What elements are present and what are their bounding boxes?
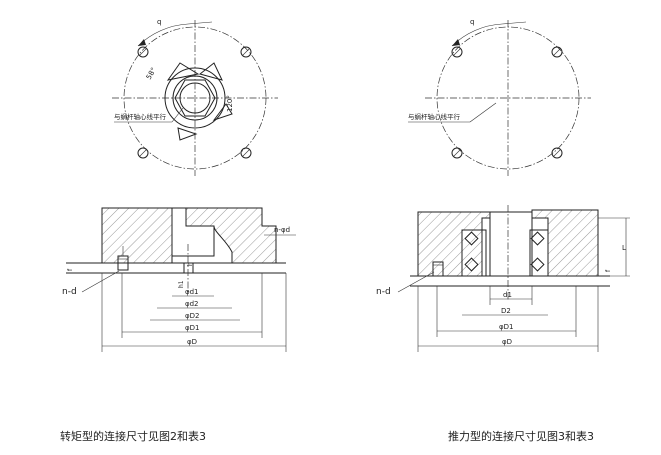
parallel-note-left: 与蜗杆轴心线平行 (114, 112, 167, 121)
left-section-view: n-φd n-d f h1 h φd1 φd2 φD2 φD1 φD (62, 207, 296, 352)
bearing-balls (464, 231, 545, 272)
right-section-view: n-d L f d1 D2 φD1 φD (376, 205, 630, 352)
dim-D2-right: D2 (501, 307, 511, 315)
dim-phi-D1-left: φD1 (185, 324, 199, 332)
f-label-right: f (605, 269, 612, 272)
dim-phi-D1-right: φD1 (499, 323, 513, 331)
dim-phi-d1-left: φd1 (185, 288, 199, 296)
parallel-note-right: 与蜗杆轴心线平行 (408, 112, 461, 121)
h1-label: h1 (178, 280, 185, 288)
bolt-right-section (432, 261, 444, 277)
bolt-hole (451, 147, 463, 159)
claw-flange (166, 62, 233, 141)
dim-d1-right: d1 (503, 291, 512, 299)
bolt-hole (551, 46, 563, 58)
caption-right: 推力型的连接尺寸见图3和表3 (448, 430, 594, 443)
q-label-left: q (157, 18, 161, 26)
angle-120-label: 120° (226, 95, 234, 112)
hex-bore (174, 79, 216, 117)
bolt-hole (451, 46, 463, 58)
n-d-label-left: n-d (62, 287, 77, 297)
n-phi-d-label-left: n-φd (274, 226, 290, 234)
dim-phi-D-left: φD (187, 338, 197, 346)
h-label: h (187, 262, 194, 266)
rotation-arc-right (451, 23, 503, 47)
bolt-hole (240, 147, 252, 159)
right-top-view: q 与蜗杆轴心线平行 (408, 18, 591, 176)
f-label-left: f (67, 268, 74, 271)
dim-phi-d2-left: φd2 (185, 300, 199, 308)
left-top-view: q 58° 120° 与蜗杆轴心线平行 (112, 18, 278, 176)
n-d-label-right: n-d (376, 287, 391, 297)
L-label: L (622, 244, 626, 252)
caption-left: 转矩型的连接尺寸见图2和表3 (60, 430, 206, 443)
bolt-hole (240, 46, 252, 58)
bolt-hole (551, 147, 563, 159)
q-label-right: q (470, 18, 474, 26)
dim-phi-D-right: φD (502, 338, 512, 346)
bolt-hole (137, 46, 149, 58)
angle-58-label: 58° (145, 66, 158, 81)
bolt-hole (137, 147, 149, 159)
dim-phi-D2-left: φD2 (185, 312, 199, 320)
